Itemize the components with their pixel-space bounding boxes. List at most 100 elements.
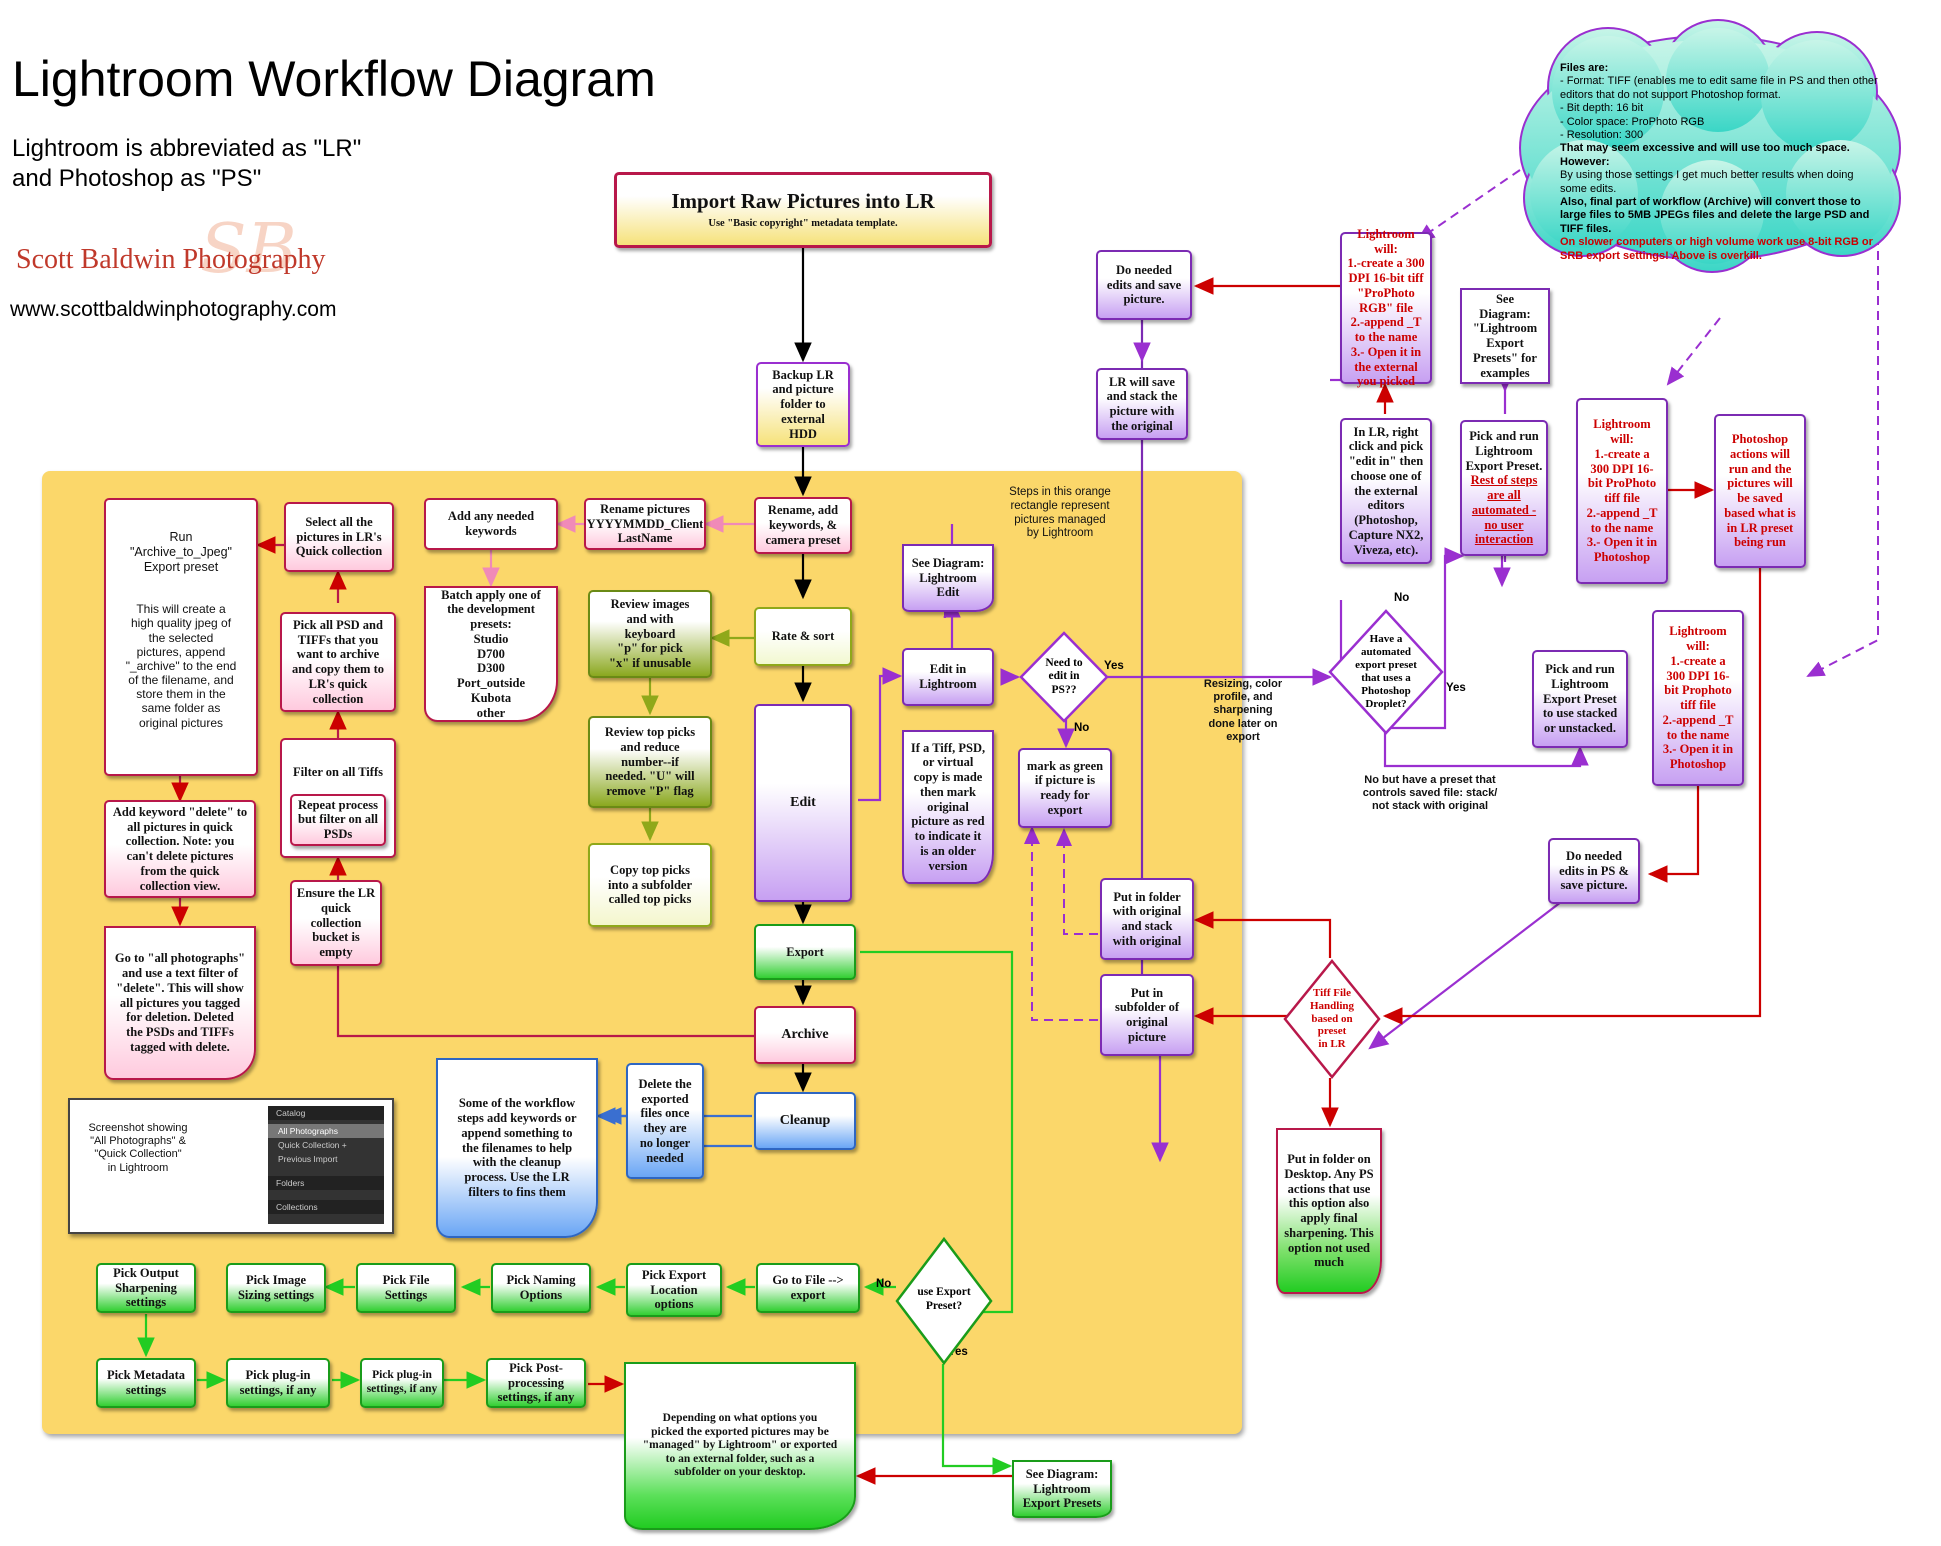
abbreviation-note: Lightroom is abbreviated as "LR" and Pho…	[12, 135, 362, 192]
lr-will-prophoto-node: Lightroom will: 1.-create a 300 DPI 16- …	[1652, 610, 1744, 786]
see-lr-edit-node: See Diagram: Lightroom Edit	[902, 544, 994, 612]
page-title: Lightroom Workflow Diagram	[12, 51, 656, 107]
no-label: No	[1394, 592, 1410, 604]
lr-will-photoshop-node: Lightroom will: 1.-create a 300 DPI 16- …	[1576, 398, 1668, 584]
mark-green-node: mark as green if picture is ready for ex…	[1018, 748, 1112, 828]
pick-metadata-node: Pick Metadata settings	[96, 1358, 196, 1408]
export-node: Export	[754, 924, 856, 980]
pick-plugin-node: Pick plug-in settings, if any	[360, 1358, 444, 1408]
if-tiff-node: If a Tiff, PSD, or virtual copy is made …	[902, 730, 994, 884]
screenshot-caption: Screenshot showing "All Photographs" & "…	[88, 1122, 188, 1174]
brand-monogram: SB	[200, 210, 297, 289]
ensure-quick-empty-node: Ensure the LR quick collection bucket is…	[290, 880, 382, 966]
need-edit-ps-diamond	[1019, 631, 1109, 723]
edit-in-lr-node: Edit in Lightroom	[902, 648, 994, 706]
cloud-line: - Bit depth: 16 bit	[1560, 102, 1644, 115]
do-needed-edits-node: Do needed edits and save picture.	[1096, 250, 1192, 320]
tiff-handling-diamond	[1283, 959, 1381, 1079]
put-desktop-node: Put in folder on Desktop. Any PS actions…	[1276, 1128, 1382, 1294]
pick-run-preset-node: Pick and run Lightroom Export Preset. Re…	[1460, 420, 1548, 556]
cloud-line: Files are:	[1560, 62, 1609, 74]
lr-panel-image: Catalog All Photographs Quick Collection…	[268, 1106, 384, 1224]
automated-note: Rest of steps are all automated - no use…	[1470, 473, 1538, 547]
pick-file-settings-node: Pick File Settings	[356, 1263, 456, 1313]
go-all-photos-node: Go to "all photographs" and use a text f…	[104, 926, 256, 1080]
pick-naming-node: Pick Naming Options	[491, 1263, 591, 1313]
need-edit-ps-label: Need to edit in PS??	[1045, 656, 1083, 696]
use-export-preset-label: use Export Preset?	[917, 1286, 971, 1312]
pick-post-processing-node: Pick Post- processing settings, if any	[486, 1358, 586, 1408]
import-title: Import Raw Pictures into LR	[671, 189, 935, 214]
pick-export-location-node: Pick Export Location options	[626, 1263, 722, 1317]
panel-previous-import: Previous Import	[278, 1154, 338, 1164]
select-all-node: Select all the pictures in LR's Quick co…	[284, 502, 394, 572]
cloud-line: Also, final part of workflow (Archive) w…	[1560, 196, 1870, 235]
see-export-presets-note: See Diagram: "Lightroom Export Presets" …	[1460, 288, 1550, 384]
cleanup-node: Cleanup	[754, 1092, 856, 1150]
filter-tiffs-node: Filter on all Tiffs Repeat process but f…	[280, 738, 396, 858]
edit-node: Edit	[754, 704, 852, 902]
panel-folders: Folders	[268, 1176, 384, 1190]
in-lr-right-click-node: In LR, right click and pick "edit in" th…	[1340, 418, 1432, 564]
import-raw-node: Import Raw Pictures into LR Use "Basic c…	[614, 172, 992, 248]
pick-plugin-node: Pick plug-in settings, if any	[226, 1358, 330, 1408]
backup-node: Backup LR and picture folder to external…	[756, 362, 850, 447]
no-but-note: No but have a preset that controls saved…	[1362, 774, 1498, 813]
cloud-line: On slower computers or high volume work …	[1560, 236, 1873, 262]
yes-label: Yes	[1446, 682, 1466, 694]
put-subfolder-node: Put in subfolder of original picture	[1100, 974, 1194, 1056]
repeat-process-node: Repeat process but filter on all PSDs	[290, 793, 386, 846]
review-images-node: Review images and with keyboard "p" for …	[588, 590, 712, 678]
put-folder-stack-node: Put in folder with original and stack wi…	[1100, 878, 1194, 960]
pick-run-stacked-node: Pick and run Lightroom Export Preset to …	[1532, 650, 1628, 748]
yes-label: Yes	[1104, 660, 1124, 672]
ps-actions-node: Photoshop actions will run and the pictu…	[1714, 414, 1806, 568]
go-file-export-node: Go to File --> export	[756, 1263, 860, 1313]
pick-psd-tiffs-node: Pick all PSD and TIFFs that you want to …	[280, 612, 396, 712]
no-label: No	[876, 1278, 892, 1290]
rename-add-node: Rename, add keywords, & camera preset	[754, 497, 852, 554]
auto-preset-diamond	[1328, 609, 1444, 735]
screenshot-box: Screenshot showing "All Photographs" & "…	[68, 1098, 394, 1234]
do-needed-ps-node: Do needed edits in PS & save picture.	[1548, 838, 1640, 904]
panel-catalog: Catalog	[268, 1106, 384, 1120]
rename-pictures-node: Rename pictures YYYYMMDD_Client LastName	[584, 498, 706, 550]
cloud-line: By using those settings I get much bette…	[1560, 169, 1854, 195]
cloud-line: - Color space: ProPhoto RGB	[1560, 115, 1705, 128]
brand-url: www.scottbaldwinphotography.com	[10, 298, 337, 321]
add-keyword-delete-node: Add keyword "delete" to all pictures in …	[104, 800, 256, 898]
add-keywords-node: Add any needed keywords	[424, 498, 558, 550]
review-top-picks-node: Review top picks and reduce number--if n…	[588, 716, 712, 808]
use-export-preset-diamond	[895, 1236, 993, 1366]
depending-note-node: Depending on what options you picked the…	[624, 1362, 856, 1530]
panel-collections: Collections	[268, 1200, 384, 1214]
pick-image-sizing-node: Pick Image Sizing settings	[226, 1263, 326, 1313]
lr-will-tiff-node: Lightroom will: 1.-create a 300 DPI 16-b…	[1340, 227, 1432, 388]
cloud-line: - Format: TIFF (enables me to edit same …	[1560, 75, 1878, 101]
copy-top-picks-node: Copy top picks into a subfolder called t…	[588, 843, 712, 927]
import-subtitle: Use "Basic copyright" metadata template.	[708, 218, 898, 230]
panel-all-photos: All Photographs	[268, 1124, 384, 1138]
cloud-line: - Resolution: 300	[1560, 129, 1644, 142]
rate-sort-node: Rate & sort	[754, 607, 852, 666]
orange-area-note: Steps in this orange rectangle represent…	[1009, 486, 1111, 540]
brand-name: Scott Baldwin Photography	[16, 244, 326, 275]
run-archive-node: Run "Archive_to_Jpeg" Export preset This…	[104, 498, 258, 776]
lr-will-save-node: LR will save and stack the picture with …	[1096, 368, 1188, 440]
cloud-line: That may seem excessive and will use too…	[1560, 142, 1850, 168]
see-export-presets-node: See Diagram: Lightroom Export Presets	[1012, 1460, 1112, 1518]
delete-exported-node: Delete the exported files once they are …	[626, 1063, 704, 1179]
run-archive-title: Run "Archive_to_Jpeg" Export preset	[130, 530, 232, 574]
workflow-note-node: Some of the workflow steps add keywords …	[436, 1058, 598, 1238]
tiff-handling-label: Tiff File Handling based on preset in LR	[1309, 986, 1355, 1051]
file-settings-cloud: Files are: - Format: TIFF (enables me to…	[1512, 18, 1908, 276]
auto-preset-label: Have a automated export preset that uses…	[1355, 633, 1417, 710]
panel-quick-collection: Quick Collection +	[278, 1140, 347, 1150]
no-label: No	[1074, 722, 1090, 734]
run-archive-desc: This will create a high quality jpeg of …	[125, 602, 237, 730]
resizing-note: Resizing, color profile, and sharpening …	[1203, 678, 1283, 743]
filter-tiffs-label: Filter on all Tiffs	[293, 765, 383, 779]
pick-output-sharpening-node: Pick Output Sharpening settings	[96, 1263, 196, 1313]
pick-run-preset-label: Pick and run Lightroom Export Preset.	[1465, 429, 1543, 473]
